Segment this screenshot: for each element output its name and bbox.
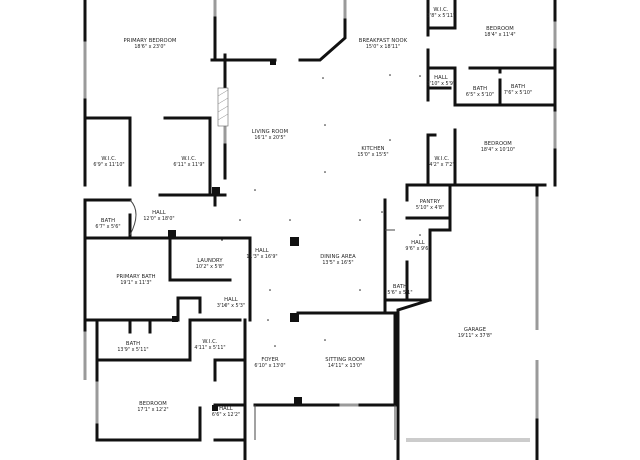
room-wic-lower: W.I.C. 4'11" x 5'11" xyxy=(194,339,225,351)
room-dims: 19'11" x 37'8" xyxy=(458,333,492,339)
room-name: W.I.C. xyxy=(202,339,217,345)
room-dims: 16'1" x 20'5" xyxy=(254,135,285,141)
room-dims: 11'3" x 16'9" xyxy=(246,254,277,260)
room-primary-bedroom: PRIMARY BEDROOM 18'6" x 23'0" xyxy=(124,38,177,50)
room-name: PRIMARY BEDROOM xyxy=(124,38,177,44)
room-bath-left: BATH 6'7" x 5'6" xyxy=(95,218,120,230)
room-hall-center: HALL 11'3" x 16'9" xyxy=(246,248,277,260)
room-name: W.I.C. xyxy=(181,156,196,162)
room-dims: 3'10" x 5'3" xyxy=(217,303,245,309)
room-name: HALL xyxy=(255,248,269,254)
room-dims: 12'0" x 18'0" xyxy=(143,216,174,222)
room-dims: 6'10" x 13'0" xyxy=(254,363,285,369)
room-bath-right-a: BATH 6'5" x 5'10" xyxy=(466,86,494,98)
room-wic-center: W.I.C. 6'11" x 11'9" xyxy=(173,156,204,168)
ceiling-fixtures xyxy=(221,74,421,347)
room-dims: 13'9" x 5'11" xyxy=(117,347,148,353)
room-bath-right-b: BATH 7'6" x 5'10" xyxy=(504,84,532,96)
room-foyer: FOYER 6'10" x 13'0" xyxy=(254,357,285,369)
room-wic-top: W.I.C. 3'8" x 5'11" xyxy=(427,7,455,19)
room-bedroom-top-right: BEDROOM 18'4" x 11'4" xyxy=(484,26,515,38)
room-hall-pantry: HALL 9'6" x 9'6" xyxy=(405,240,430,252)
room-name: BEDROOM xyxy=(484,141,512,147)
room-name: PANTRY xyxy=(420,199,441,205)
room-bedroom-lower: BEDROOM 17'1" x 12'2" xyxy=(137,401,168,413)
room-hall-lower: HALL 6'6" x 12'2" xyxy=(212,406,240,418)
room-name: BATH xyxy=(126,341,140,347)
room-dims: 14'11" x 13'0" xyxy=(328,363,362,369)
room-dims: 3'8" x 5'11" xyxy=(427,13,455,19)
room-dims: 13'5" x 16'5" xyxy=(322,260,353,266)
room-name: SITTING ROOM xyxy=(325,357,365,363)
room-bath-dining: BATH 5'6" x 5'1" xyxy=(387,284,412,296)
room-name: BATH xyxy=(393,284,407,290)
room-laundry: LAUNDRY 10'2" x 5'8" xyxy=(196,258,224,270)
room-dims: 6'9" x 11'10" xyxy=(93,162,124,168)
room-sitting-room: SITTING ROOM 14'11" x 13'0" xyxy=(325,357,365,369)
room-hall-kitchen: HALL 3'10" x 5'9" xyxy=(427,75,455,87)
room-name: HALL xyxy=(219,406,233,412)
room-dims: 7'6" x 5'10" xyxy=(504,90,532,96)
room-dims: 5'10" x 4'8" xyxy=(416,205,444,211)
room-name: FOYER xyxy=(261,357,279,363)
room-name: BEDROOM xyxy=(486,26,514,32)
walls xyxy=(83,0,557,460)
room-name: BATH xyxy=(101,218,115,224)
room-name: HALL xyxy=(152,210,166,216)
room-dims: 6'7" x 5'6" xyxy=(95,224,120,230)
room-pantry: PANTRY 5'10" x 4'8" xyxy=(416,199,444,211)
room-dims: 18'4" x 11'4" xyxy=(484,32,515,38)
room-hall-laundry: HALL 3'10" x 5'3" xyxy=(217,297,245,309)
room-name: BEDROOM xyxy=(139,401,167,407)
room-dining-area: DINING AREA 13'5" x 16'5" xyxy=(320,254,356,266)
room-name: GARAGE xyxy=(464,327,486,333)
room-dims: 19'1" x 11'3" xyxy=(120,280,151,286)
room-name: W.I.C. xyxy=(101,156,116,162)
room-primary-bath: PRIMARY BATH 19'1" x 11'3" xyxy=(116,274,155,286)
room-name: HALL xyxy=(411,240,425,246)
room-labels: PRIMARY BEDROOM 18'6" x 23'0" BREAKFAST … xyxy=(93,7,532,418)
room-name: W.I.C. xyxy=(434,156,449,162)
room-dims: 4'2" x 7'2" xyxy=(429,162,454,168)
room-dims: 6'5" x 5'10" xyxy=(466,92,494,98)
room-dims: 6'11" x 11'9" xyxy=(173,162,204,168)
room-dims: 9'6" x 9'6" xyxy=(405,246,430,252)
room-kitchen: KITCHEN 15'0" x 15'5" xyxy=(357,146,388,158)
room-wic-left: W.I.C. 6'9" x 11'10" xyxy=(93,156,124,168)
room-name: DINING AREA xyxy=(320,254,356,260)
room-dims: 10'2" x 5'8" xyxy=(196,264,224,270)
room-dims: 18'6" x 23'0" xyxy=(134,44,165,50)
room-name: HALL xyxy=(434,75,448,81)
room-name: W.I.C. xyxy=(433,7,448,13)
room-wic-right: W.I.C. 4'2" x 7'2" xyxy=(429,156,454,168)
door-details xyxy=(129,199,396,440)
room-dims: 18'4" x 10'10" xyxy=(481,147,515,153)
room-name: LAUNDRY xyxy=(197,258,223,264)
room-bedroom-mid-right: BEDROOM 18'4" x 10'10" xyxy=(481,141,515,153)
fireplace xyxy=(217,87,229,127)
room-garage: GARAGE 19'11" x 37'8" xyxy=(458,327,492,339)
room-dims: 5'6" x 5'1" xyxy=(387,290,412,296)
room-name: HALL xyxy=(224,297,238,303)
room-dims: 15'0" x 15'5" xyxy=(357,152,388,158)
room-hall-west: HALL 12'0" x 18'0" xyxy=(143,210,174,222)
room-dims: 17'1" x 12'2" xyxy=(137,407,168,413)
room-name: BATH xyxy=(473,86,487,92)
room-dims: 3'10" x 5'9" xyxy=(427,81,455,87)
room-dims: 4'11" x 5'11" xyxy=(194,345,225,351)
room-bath-lower: BATH 13'9" x 5'11" xyxy=(117,341,148,353)
windows xyxy=(83,0,557,442)
room-living-room: LIVING ROOM 16'1" x 20'5" xyxy=(252,129,288,141)
room-name: PRIMARY BATH xyxy=(116,274,155,280)
room-name: BREAKFAST NOOK xyxy=(359,38,408,44)
room-name: LIVING ROOM xyxy=(252,129,288,135)
room-name: BATH xyxy=(511,84,525,90)
room-name: KITCHEN xyxy=(361,146,384,152)
room-dims: 6'6" x 12'2" xyxy=(212,412,240,418)
structural-posts xyxy=(168,60,302,411)
room-dims: 15'0" x 18'11" xyxy=(366,44,400,50)
room-breakfast-nook: BREAKFAST NOOK 15'0" x 18'11" xyxy=(359,38,408,50)
